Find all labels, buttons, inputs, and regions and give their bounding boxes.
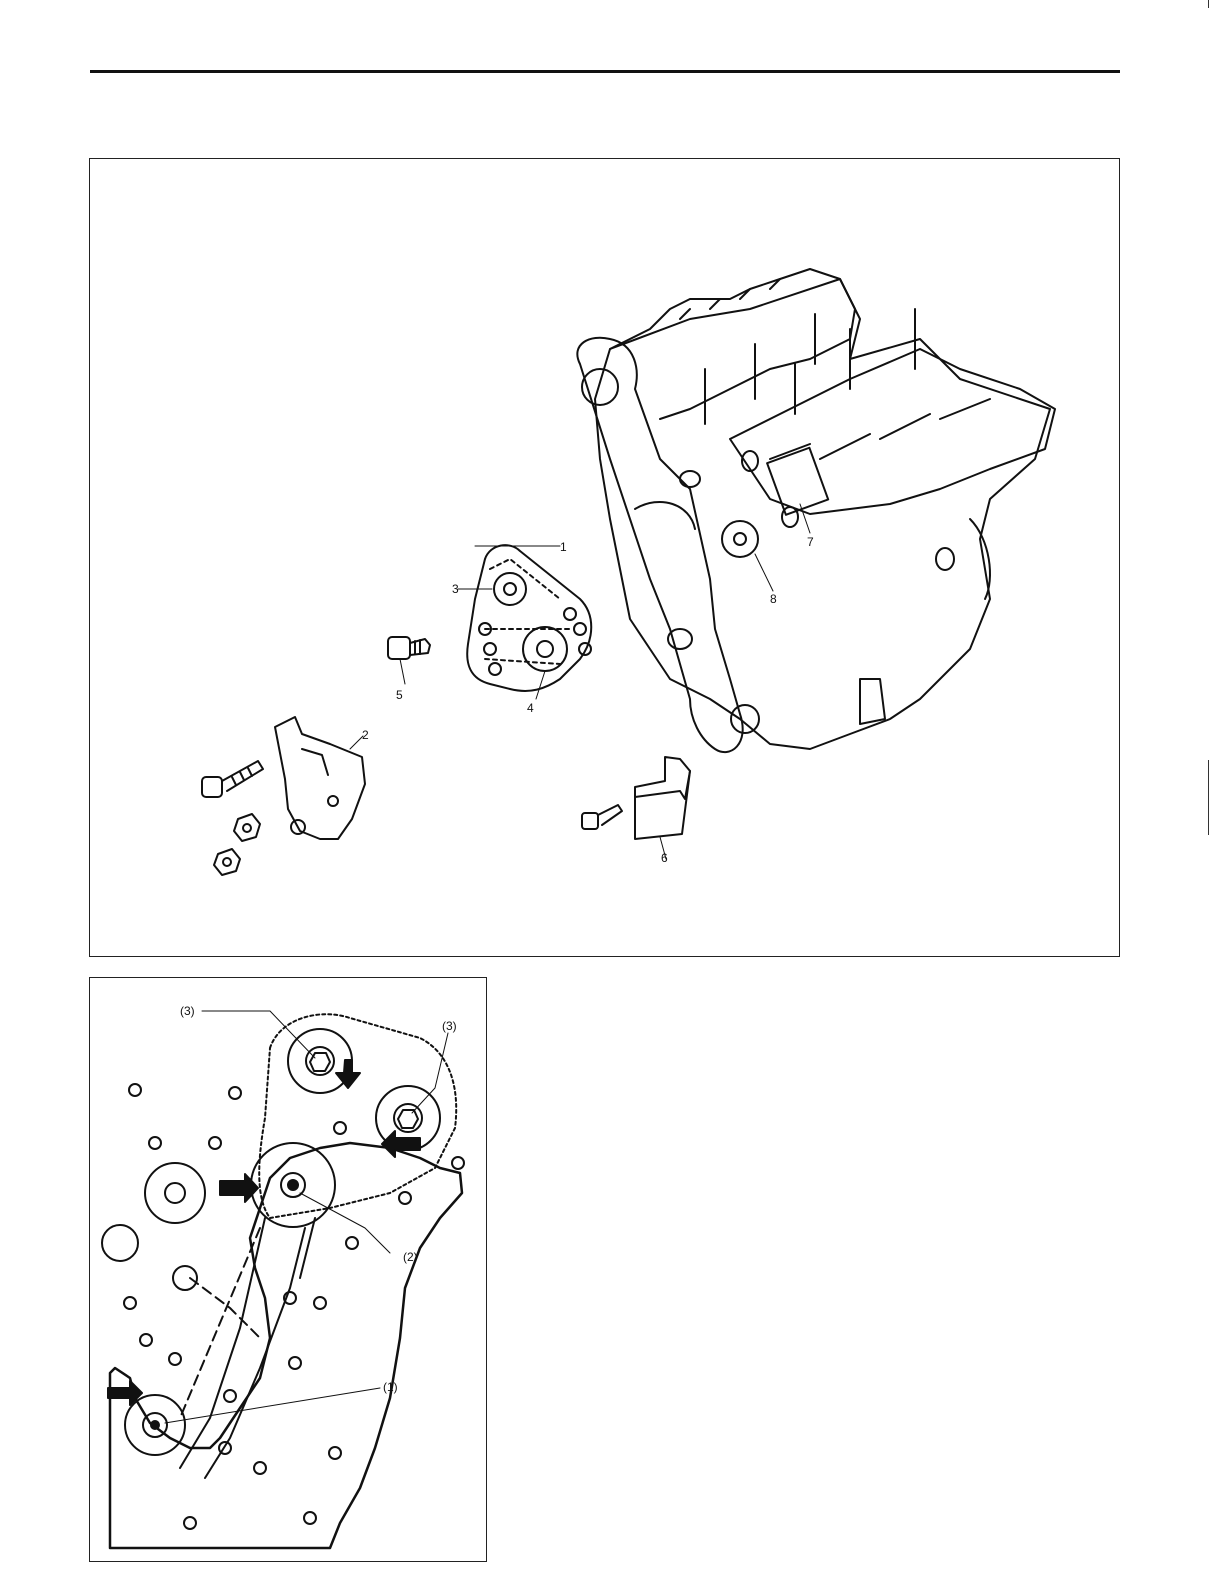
cam-sprocket-8 — [722, 521, 758, 557]
long-bolt — [202, 761, 263, 797]
timing-chain-1 — [467, 545, 591, 691]
callout-3: 3 — [452, 582, 459, 596]
callout-3-right: (3) — [442, 1019, 457, 1033]
engine-exploded-illustration: 1 2 3 4 5 6 7 8 — [90, 159, 1121, 958]
sprocket-4 — [523, 627, 567, 671]
timing-marks-detail-figure: (3) (3) (2) (1) — [89, 977, 487, 1562]
exploded-view-figure: 1 2 3 4 5 6 7 8 — [89, 158, 1120, 957]
timing-cover — [110, 1143, 462, 1548]
callout-2: (2) — [403, 1250, 418, 1264]
callout-7: 7 — [807, 535, 814, 549]
cam-sprocket-left — [288, 1029, 352, 1093]
sprocket-3 — [494, 573, 526, 605]
callout-8: 8 — [770, 592, 777, 606]
small-bolt — [582, 805, 622, 829]
left-cylinder-head — [610, 269, 855, 419]
callout-4: 4 — [527, 701, 534, 715]
right-cylinder-head — [730, 349, 1055, 514]
engine-block — [595, 279, 1050, 749]
crop-mark — [1208, 0, 1209, 8]
callout-6: 6 — [661, 851, 668, 865]
guide-plate-6 — [635, 757, 690, 839]
callout-2: 2 — [362, 728, 369, 742]
tensioner-2 — [275, 717, 365, 839]
timing-detail-illustration: (3) (3) (2) (1) — [90, 978, 488, 1563]
bolt-5 — [388, 637, 430, 659]
lower-pulley — [731, 705, 759, 733]
front-belt-loop — [577, 338, 742, 752]
arrow-left-cam-mark — [336, 1060, 360, 1088]
side-sprocket — [145, 1163, 205, 1223]
callout-5: 5 — [396, 688, 403, 702]
nut-2 — [214, 849, 240, 875]
nut-1 — [234, 814, 260, 841]
header-rule — [90, 70, 1120, 73]
callout-3-left: (3) — [180, 1004, 195, 1018]
callout-1: (1) — [383, 1380, 398, 1394]
crop-mark — [1208, 760, 1209, 835]
arrow-right-cam-mark — [382, 1131, 420, 1157]
part-7 — [767, 448, 828, 515]
callout-1: 1 — [560, 540, 567, 554]
oil-pump-pickup — [860, 679, 885, 724]
